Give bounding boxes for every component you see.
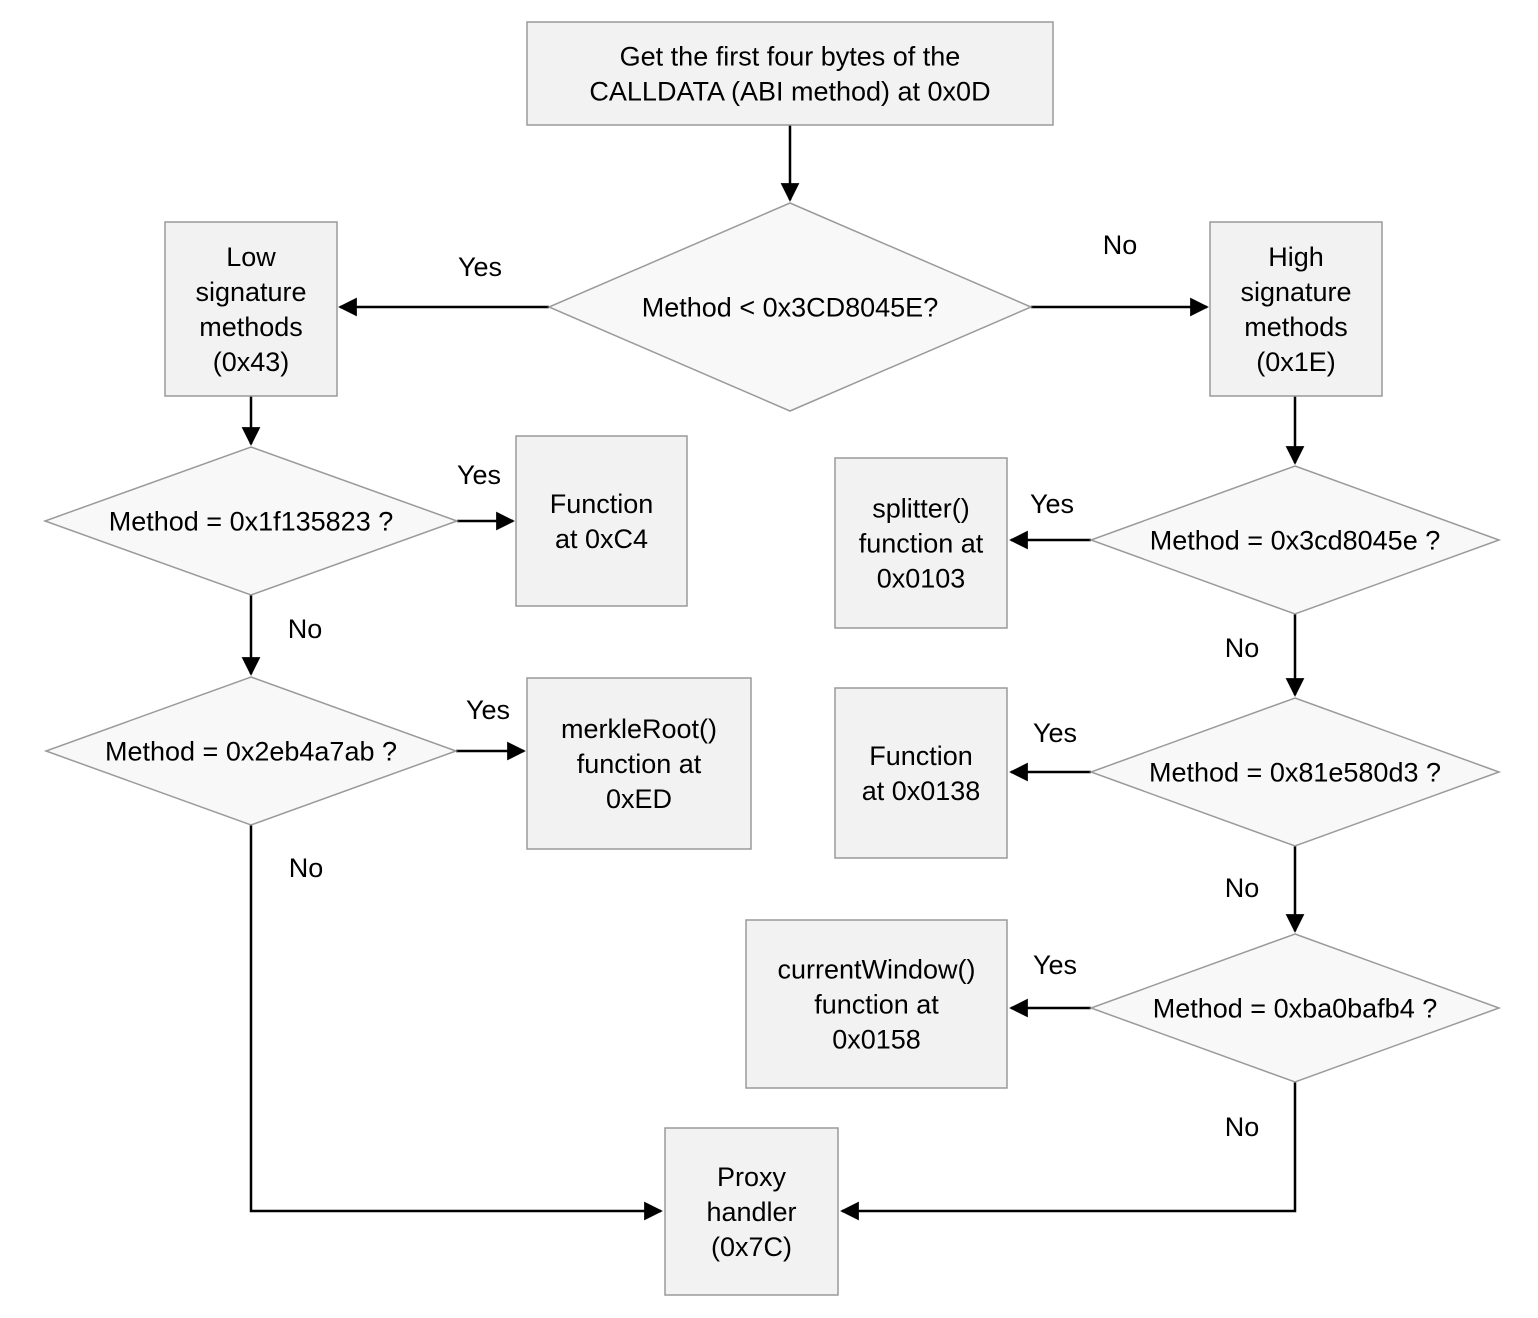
edge-label-decision3-no: No [1225, 633, 1260, 663]
node-decision-0x3cd8045e: Method = 0x3cd8045e ? [1088, 465, 1502, 615]
function-at-0x0138-label-line-1: at 0x0138 [862, 776, 981, 806]
edge-label-decision5-no-to-proxy: No [1225, 1112, 1260, 1142]
start-box [526, 21, 1054, 126]
node-currentwindow-function: currentWindow() function at 0x0158 [745, 919, 1008, 1089]
merkleroot-function-label-line-0: merkleRoot() [561, 714, 717, 744]
currentwindow-function-label-line-2: 0x0158 [832, 1024, 921, 1054]
node-start: Get the first four bytes of theCALLDATA … [526, 21, 1054, 126]
proxy-handler-label-line-1: handler [706, 1197, 796, 1227]
decision-0x81e580d3-diamond [1088, 697, 1502, 847]
merkleroot-function-box [526, 677, 752, 850]
edge-decision1-no: No [241, 595, 323, 676]
decision-0x3cd8045e-label-line-0: Method = 0x3cd8045e ? [1150, 525, 1440, 555]
function-at-0x0138-label-line-0: Function [869, 741, 973, 771]
edge-decision1-yes: Yes [457, 460, 515, 531]
low-signature-methods-label-line-1: signature [195, 277, 306, 307]
currentwindow-function-label-line-0: currentWindow() [777, 954, 975, 984]
splitter-function-label-line-2: 0x0103 [877, 563, 966, 593]
edge-label-main-yes-to-low: Yes [458, 252, 502, 282]
edge-label-decision4-no: No [1225, 873, 1260, 903]
decision-0x1f135823-label-line-0: Method = 0x1f135823 ? [109, 506, 393, 536]
high-signature-methods-label-line-2: methods [1244, 312, 1348, 342]
function-at-0xC4-label-line-0: Function [550, 489, 654, 519]
main-decision-diamond [547, 202, 1033, 412]
edge-label-decision5-yes: Yes [1033, 950, 1077, 980]
main-decision-label-line-0: Method < 0x3CD8045E? [642, 292, 938, 322]
function-at-0xC4-box [515, 435, 688, 607]
function-at-0xC4-label-line-1: at 0xC4 [555, 524, 648, 554]
splitter-function-label-line-0: splitter() [872, 493, 970, 523]
edge-label-decision3-yes: Yes [1030, 489, 1074, 519]
node-low-signature-methods: Low signature methods (0x43) [164, 221, 338, 397]
high-signature-methods-box [1209, 221, 1383, 397]
edge-label-decision1-yes: Yes [457, 460, 501, 490]
high-signature-methods-label-line-1: signature [1240, 277, 1351, 307]
currentwindow-function-label-line-1: function at [814, 989, 939, 1019]
edge-label-decision2-yes: Yes [466, 695, 510, 725]
node-function-at-0x0138: Function at 0x0138 [834, 687, 1008, 859]
low-signature-methods-label-line-0: Low [226, 242, 276, 272]
decision-0x3cd8045e-diamond [1088, 465, 1502, 615]
high-signature-methods-label-line-0: High [1268, 242, 1324, 272]
edge-decision3-yes: Yes [1009, 489, 1091, 550]
edge-label-decision4-yes: Yes [1033, 718, 1077, 748]
edge-label-main-no-to-high: No [1103, 230, 1138, 260]
decision-0x2eb4a7ab-label-line-0: Method = 0x2eb4a7ab ? [105, 736, 397, 766]
proxy-handler-label-line-2: (0x7C) [711, 1232, 792, 1262]
merkleroot-function-label-line-2: 0xED [606, 784, 672, 814]
node-decision-0x1f135823: Method = 0x1f135823 ? [42, 446, 460, 596]
merkleroot-function-label-line-1: function at [577, 749, 702, 779]
splitter-function-box [834, 457, 1008, 629]
edge-line-decision5-no-to-proxy [840, 1082, 1297, 1221]
decision-0x81e580d3-label-line-0: Method = 0x81e580d3 ? [1149, 757, 1441, 787]
function-at-0x0138-box [834, 687, 1008, 859]
node-proxy-handler: Proxy handler (0x7C) [664, 1127, 839, 1296]
decision-0x1f135823-diamond [42, 446, 460, 596]
decision-0x2eb4a7ab-diamond [43, 676, 459, 826]
splitter-function-label-line-1: function at [859, 528, 984, 558]
low-signature-methods-label-line-3: (0x43) [213, 347, 290, 377]
low-signature-methods-box [164, 221, 338, 397]
proxy-handler-box [664, 1127, 839, 1296]
edge-line-decision2-no-to-proxy [249, 825, 663, 1221]
proxy-handler-label-line-0: Proxy [717, 1162, 787, 1192]
decision-0xba0bafb4-label-line-0: Method = 0xba0bafb4 ? [1153, 993, 1437, 1023]
edge-decision5-no-to-proxy: No [840, 1082, 1297, 1221]
edge-label-decision1-no: No [288, 614, 323, 644]
edge-main-no-to-high: No [1031, 230, 1209, 317]
high-signature-methods-label-line-3: (0x1E) [1256, 347, 1336, 377]
decision-0xba0bafb4-diamond [1088, 933, 1502, 1083]
low-signature-methods-label-line-2: methods [199, 312, 303, 342]
node-merkleroot-function: merkleRoot() function at 0xED [526, 677, 752, 850]
node-high-signature-methods: High signature methods (0x1E) [1209, 221, 1383, 397]
edge-label-decision2-no-to-proxy: No [289, 853, 324, 883]
node-decision-0x2eb4a7ab: Method = 0x2eb4a7ab ? [43, 676, 459, 826]
start-label-line-0: Get the first four bytes of the [620, 41, 961, 71]
edge-decision5-yes: Yes [1009, 950, 1091, 1018]
edge-decision2-yes: Yes [456, 695, 526, 761]
start-label-line-1: CALLDATA (ABI method) at 0x0D [589, 76, 990, 106]
edge-decision3-no: No [1225, 614, 1305, 697]
edge-main-yes-to-low: Yes [338, 252, 549, 317]
edge-decision4-yes: Yes [1009, 718, 1091, 782]
node-main-decision: Method < 0x3CD8045E? [547, 202, 1033, 412]
currentwindow-function-box [745, 919, 1008, 1089]
edge-decision4-no: No [1225, 846, 1305, 933]
edge-decision2-no-to-proxy: No [249, 825, 663, 1221]
node-function-at-0xC4: Function at 0xC4 [515, 435, 688, 607]
node-splitter-function: splitter() function at 0x0103 [834, 457, 1008, 629]
node-decision-0x81e580d3: Method = 0x81e580d3 ? [1088, 697, 1502, 847]
node-decision-0xba0bafb4: Method = 0xba0bafb4 ? [1088, 933, 1502, 1083]
